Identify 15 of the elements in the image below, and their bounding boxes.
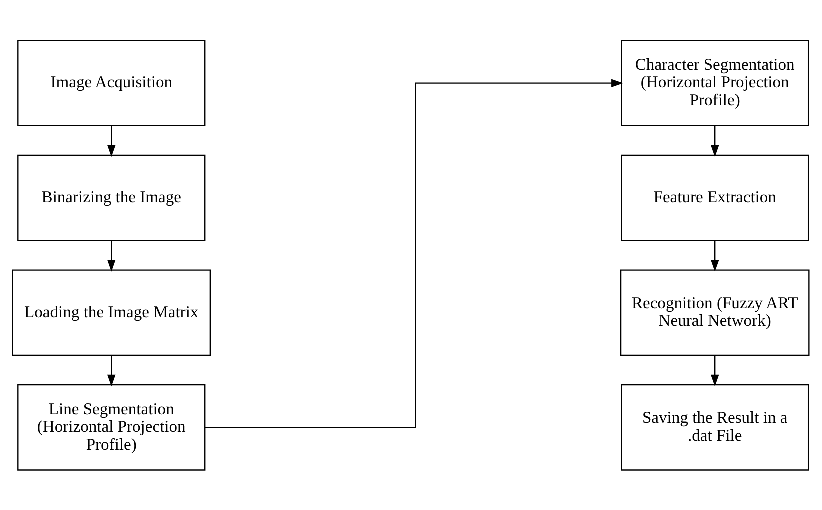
node-box: Binarizing the Image: [18, 154, 206, 241]
arrow: [710, 240, 720, 272]
node-box: Saving the Result in a .dat File: [621, 384, 810, 470]
node-box: Feature Extraction: [621, 154, 810, 241]
node-box: Character Segmentation (Horizontal Projection Profile): [621, 40, 810, 126]
arrow: [710, 355, 720, 386]
arrow: [107, 240, 116, 272]
node-box: Image Acquisition: [18, 40, 206, 126]
node-box: Recognition (Fuzzy ART Neural Network): [620, 269, 810, 356]
arrow: [107, 126, 116, 157]
arrow: [710, 126, 720, 157]
arrow: [205, 78, 624, 428]
arrow: [107, 355, 116, 386]
node-box: Line Segmentation (Horizontal Projection Profile): [18, 384, 206, 470]
node-box: Loading the Image Matrix: [12, 269, 212, 356]
